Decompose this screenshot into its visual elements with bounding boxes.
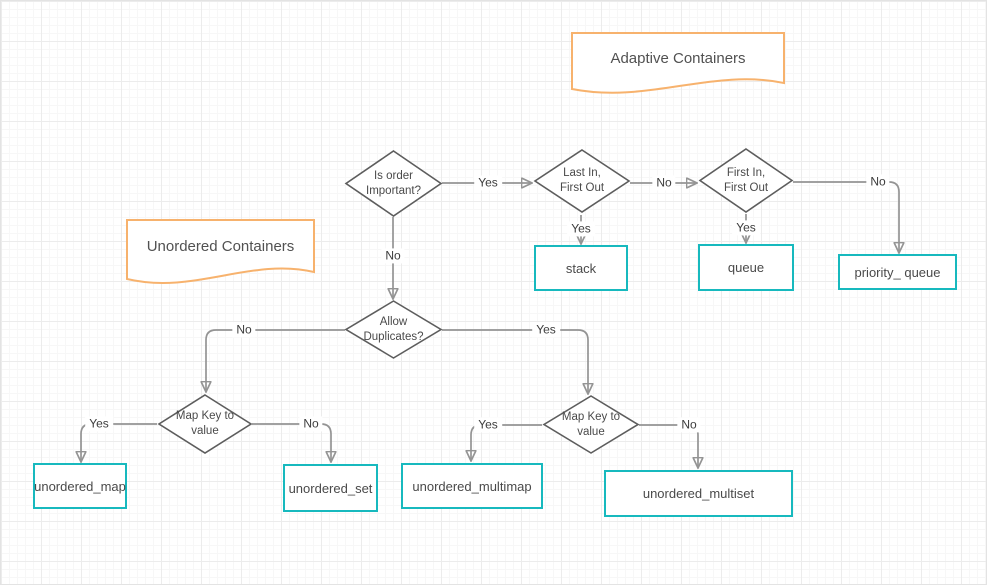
banner-unordered-containers[interactable]: Unordered Containers bbox=[126, 219, 315, 288]
banner-adaptive-containers[interactable]: Adaptive Containers bbox=[571, 32, 785, 98]
container-stack[interactable]: stack bbox=[534, 245, 628, 291]
diamond-shape bbox=[698, 148, 794, 213]
edge-label-mapL-yes[interactable]: Yes bbox=[85, 416, 113, 432]
diamond-shape bbox=[344, 150, 443, 217]
edge-label-order-no[interactable]: No bbox=[381, 248, 405, 264]
decision-order-important[interactable]: Is order Important? bbox=[344, 150, 443, 217]
container-unordered-map[interactable]: unordered_map bbox=[33, 463, 127, 509]
container-unordered-set[interactable]: unordered_set bbox=[283, 464, 378, 512]
edge-label-mapR-yes[interactable]: Yes bbox=[474, 417, 502, 433]
container-queue[interactable]: queue bbox=[698, 244, 794, 291]
document-shape bbox=[126, 219, 315, 284]
edge-label-mapL-no[interactable]: No bbox=[299, 416, 323, 432]
decision-last-in-first-out[interactable]: Last In, First Out bbox=[533, 149, 631, 213]
container-unordered-multimap[interactable]: unordered_multimap bbox=[401, 463, 543, 509]
edge-label-fifo-yes[interactable]: Yes bbox=[732, 220, 760, 236]
diamond-shape bbox=[533, 149, 631, 213]
edge-dup-no[interactable] bbox=[206, 329, 345, 391]
edge-label-fifo-no[interactable]: No bbox=[866, 174, 890, 190]
decision-first-in-first-out[interactable]: First In, First Out bbox=[698, 148, 794, 213]
container-priority-queue[interactable]: priority_ queue bbox=[838, 254, 957, 290]
container-unordered-multiset[interactable]: unordered_multiset bbox=[604, 470, 793, 517]
diamond-shape bbox=[542, 395, 640, 454]
edge-label-lifo-no[interactable]: No bbox=[652, 175, 676, 191]
document-shape bbox=[571, 32, 785, 94]
edge-label-dup-yes[interactable]: Yes bbox=[532, 322, 560, 338]
edge-label-lifo-yes[interactable]: Yes bbox=[567, 221, 595, 237]
diamond-shape bbox=[157, 394, 253, 454]
edge-label-order-yes[interactable]: Yes bbox=[474, 175, 502, 191]
edge-dup-yes[interactable] bbox=[442, 329, 588, 393]
decision-map-key-to-value-right[interactable]: Map Key to value bbox=[542, 395, 640, 454]
edge-label-dup-no[interactable]: No bbox=[232, 322, 256, 338]
edge-label-mapR-no[interactable]: No bbox=[677, 417, 701, 433]
edge-fifo-no[interactable] bbox=[793, 181, 899, 252]
decision-allow-duplicates[interactable]: Allow Duplicates? bbox=[344, 300, 443, 359]
diamond-shape bbox=[344, 300, 443, 359]
decision-map-key-to-value-left[interactable]: Map Key to value bbox=[157, 394, 253, 454]
